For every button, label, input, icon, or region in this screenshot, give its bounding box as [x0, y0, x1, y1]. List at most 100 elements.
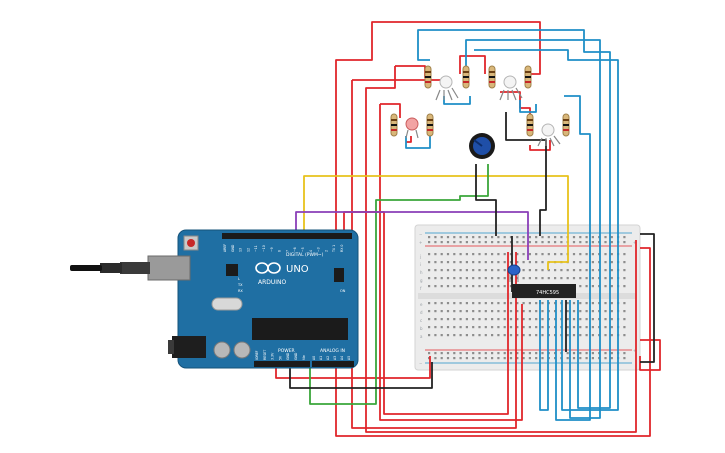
- wire-green[interactable]: [309, 164, 489, 405]
- breadboard-hole: [591, 334, 594, 337]
- breadboard-hole: [604, 318, 607, 321]
- breadboard-hole: [610, 302, 613, 305]
- breadboard-hole: [484, 261, 487, 264]
- breadboard-hole: [516, 352, 519, 355]
- wire-blue[interactable]: [417, 34, 430, 61]
- wire-red[interactable]: [529, 140, 551, 151]
- breadboard-hole: [528, 277, 531, 280]
- breadboard-hole: [478, 302, 481, 305]
- breadboard-hole: [610, 236, 613, 239]
- breadboard-hole: [472, 269, 475, 272]
- breadboard-hole: [541, 352, 544, 355]
- resistor-icon[interactable]: [426, 113, 434, 137]
- wire-black[interactable]: [640, 233, 655, 363]
- resistor-icon[interactable]: [562, 113, 570, 137]
- breadboard-hole: [528, 352, 531, 355]
- capacitor-icon[interactable]: [507, 264, 521, 282]
- breadboard-hole: [535, 241, 538, 244]
- wire-red[interactable]: [371, 21, 541, 75]
- wire-blue[interactable]: [405, 136, 431, 149]
- rgb-led-icon[interactable]: [435, 75, 459, 101]
- breadboard-hole: [516, 318, 519, 321]
- breadboard-hole: [522, 334, 525, 337]
- wire-red[interactable]: [459, 55, 486, 74]
- breadboard-hole: [579, 318, 582, 321]
- ic-74hc595[interactable]: 74HC595: [512, 284, 576, 298]
- potentiometer-icon[interactable]: [469, 133, 495, 159]
- analog-header: [312, 361, 354, 367]
- breadboard-hole: [465, 236, 468, 239]
- pin-label: A5: [347, 356, 351, 360]
- breadboard-hole: [516, 310, 519, 313]
- breadboard-hole: [484, 326, 487, 329]
- arduino-uno-board[interactable]: ARDUINO UNO DIGITAL (PWM~) POWER ANALOG …: [70, 229, 359, 369]
- wire-blue[interactable]: [555, 95, 591, 421]
- wire-black[interactable]: [475, 164, 497, 236]
- wire-blue[interactable]: [465, 39, 601, 419]
- breadboard-hole: [509, 302, 513, 305]
- breadboard-hole: [453, 334, 456, 337]
- breadboard-hole: [459, 334, 462, 337]
- breadboard-hole: [610, 285, 613, 288]
- breadboard-hole: [491, 334, 494, 337]
- usb-chip: [226, 264, 238, 276]
- wire-red[interactable]: [395, 65, 426, 78]
- wire-red[interactable]: [275, 356, 431, 379]
- breadboard-hole: [459, 241, 462, 244]
- breadboard-hole: [509, 352, 513, 355]
- breadboard-hole: [453, 318, 456, 321]
- breadboard-hole: [484, 302, 487, 305]
- pin-label: ~10: [262, 245, 266, 252]
- breadboard-hole: [579, 357, 582, 360]
- wire-red[interactable]: [379, 104, 523, 421]
- breadboard-hole: [465, 253, 468, 256]
- row-letters-top: j i h g f: [419, 254, 423, 291]
- led-icon[interactable]: [405, 117, 419, 139]
- resistor-icon[interactable]: [488, 65, 496, 89]
- wire-blue[interactable]: [417, 29, 611, 409]
- breadboard-hole: [459, 236, 462, 239]
- rgb-led-icon[interactable]: [499, 75, 523, 101]
- rgb-led-icon[interactable]: [537, 123, 561, 147]
- rx-label: RX: [238, 289, 243, 293]
- row-letters-bottom: e d c b a: [420, 302, 423, 339]
- breadboard-hole: [572, 277, 576, 280]
- breadboard-hole: [472, 357, 475, 360]
- wire-yellow[interactable]: [303, 175, 569, 270]
- resistor-icon[interactable]: [526, 113, 534, 137]
- resistor-icon[interactable]: [462, 65, 470, 89]
- pin-label: GND: [231, 244, 235, 252]
- breadboard-hole: [465, 352, 468, 355]
- breadboard-hole: [434, 241, 437, 244]
- breadboard-hole: [579, 326, 582, 329]
- resistor-icon[interactable]: [390, 113, 398, 137]
- breadboard-hole: [478, 277, 481, 280]
- breadboard-hole: [484, 253, 487, 256]
- breadboard-hole: [503, 241, 506, 244]
- wire-red[interactable]: [380, 103, 401, 118]
- wire-red[interactable]: [365, 66, 637, 433]
- wire-purple[interactable]: [295, 211, 529, 260]
- crystal: [211, 297, 243, 311]
- breadboard-hole: [572, 241, 576, 244]
- breadboard-hole: [572, 334, 576, 337]
- wire-black[interactable]: [505, 112, 547, 236]
- wire-black[interactable]: [289, 362, 433, 389]
- reset-button-icon[interactable]: [183, 235, 199, 251]
- breadboard-hole: [440, 241, 443, 244]
- breadboard-hole: [591, 277, 594, 280]
- breadboard-hole: [491, 269, 494, 272]
- breadboard-hole: [503, 334, 506, 337]
- breadboard-hole: [579, 277, 582, 280]
- breadboard-hole: [428, 334, 431, 337]
- resistor-icon[interactable]: [524, 65, 532, 89]
- breadboard-hole: [491, 241, 494, 244]
- wire-blue[interactable]: [474, 49, 619, 411]
- wire-blue[interactable]: [519, 100, 537, 113]
- wire-red[interactable]: [335, 30, 651, 437]
- resistor-icon[interactable]: [424, 65, 432, 89]
- wire-blue[interactable]: [539, 300, 549, 411]
- wire-red[interactable]: [406, 136, 412, 143]
- breadboard-hole: [541, 334, 544, 337]
- breadboard-hole: [484, 241, 487, 244]
